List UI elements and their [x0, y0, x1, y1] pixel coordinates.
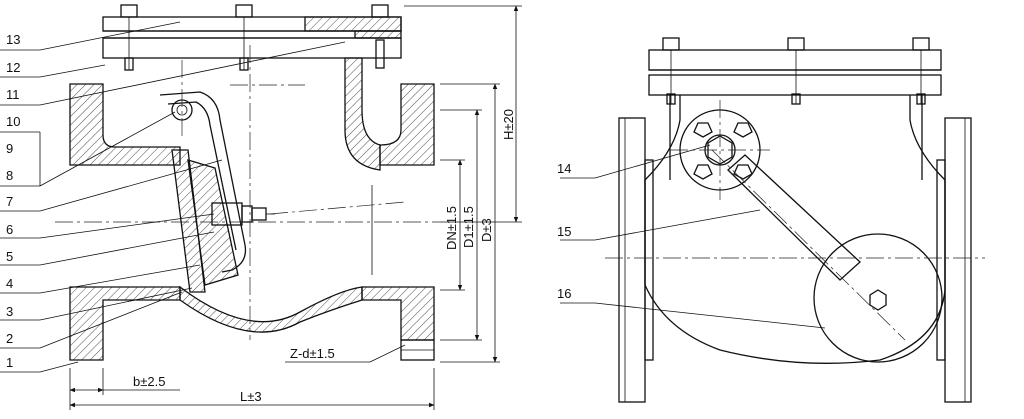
- part-label-16: 16: [557, 286, 571, 301]
- outlet-flange: [379, 83, 435, 166]
- part-number-labels: 1 2 3 4 5 6 7 8 9 10 11 12 13 14 15 16: [6, 32, 571, 370]
- dim-h: H±20: [501, 109, 516, 140]
- dimension-labels: H±20 DN±1.5 D1±1.5 D±3 Z-d±1.5 b±2.5 L±3: [133, 109, 516, 404]
- dimension-lines: [69, 5, 522, 410]
- cover-plate: [102, 16, 402, 59]
- dim-b: b±2.5: [133, 374, 165, 389]
- counterweight: [813, 233, 943, 363]
- lever-arm: [727, 154, 861, 281]
- inlet-flange: [69, 83, 181, 166]
- part-label-8: 8: [6, 168, 13, 183]
- disc-assembly: [159, 91, 275, 293]
- part-label-9: 9: [6, 141, 13, 156]
- part-label-2: 2: [6, 331, 13, 346]
- body-belly: [179, 285, 363, 333]
- part-label-1: 1: [6, 355, 13, 370]
- dim-l: L±3: [240, 389, 262, 404]
- body-neck: [344, 57, 381, 171]
- part-label-3: 3: [6, 304, 13, 319]
- part-label-4: 4: [6, 276, 13, 291]
- part-label-11: 11: [6, 87, 20, 102]
- part-label-10: 10: [6, 114, 20, 129]
- exterior-view: [605, 37, 985, 403]
- part-label-7: 7: [6, 194, 13, 209]
- dim-dn: DN±1.5: [444, 206, 459, 250]
- part-label-6: 6: [6, 222, 13, 237]
- part-label-15: 15: [557, 224, 571, 239]
- part-label-13: 13: [6, 32, 20, 47]
- part-label-12: 12: [6, 60, 20, 75]
- part-label-5: 5: [6, 249, 13, 264]
- dim-d1: D1±1.5: [461, 206, 476, 248]
- section-view: [55, 4, 440, 361]
- dim-zd: Z-d±1.5: [290, 346, 335, 361]
- part-label-14: 14: [557, 161, 571, 176]
- dim-d: D±3: [479, 218, 494, 242]
